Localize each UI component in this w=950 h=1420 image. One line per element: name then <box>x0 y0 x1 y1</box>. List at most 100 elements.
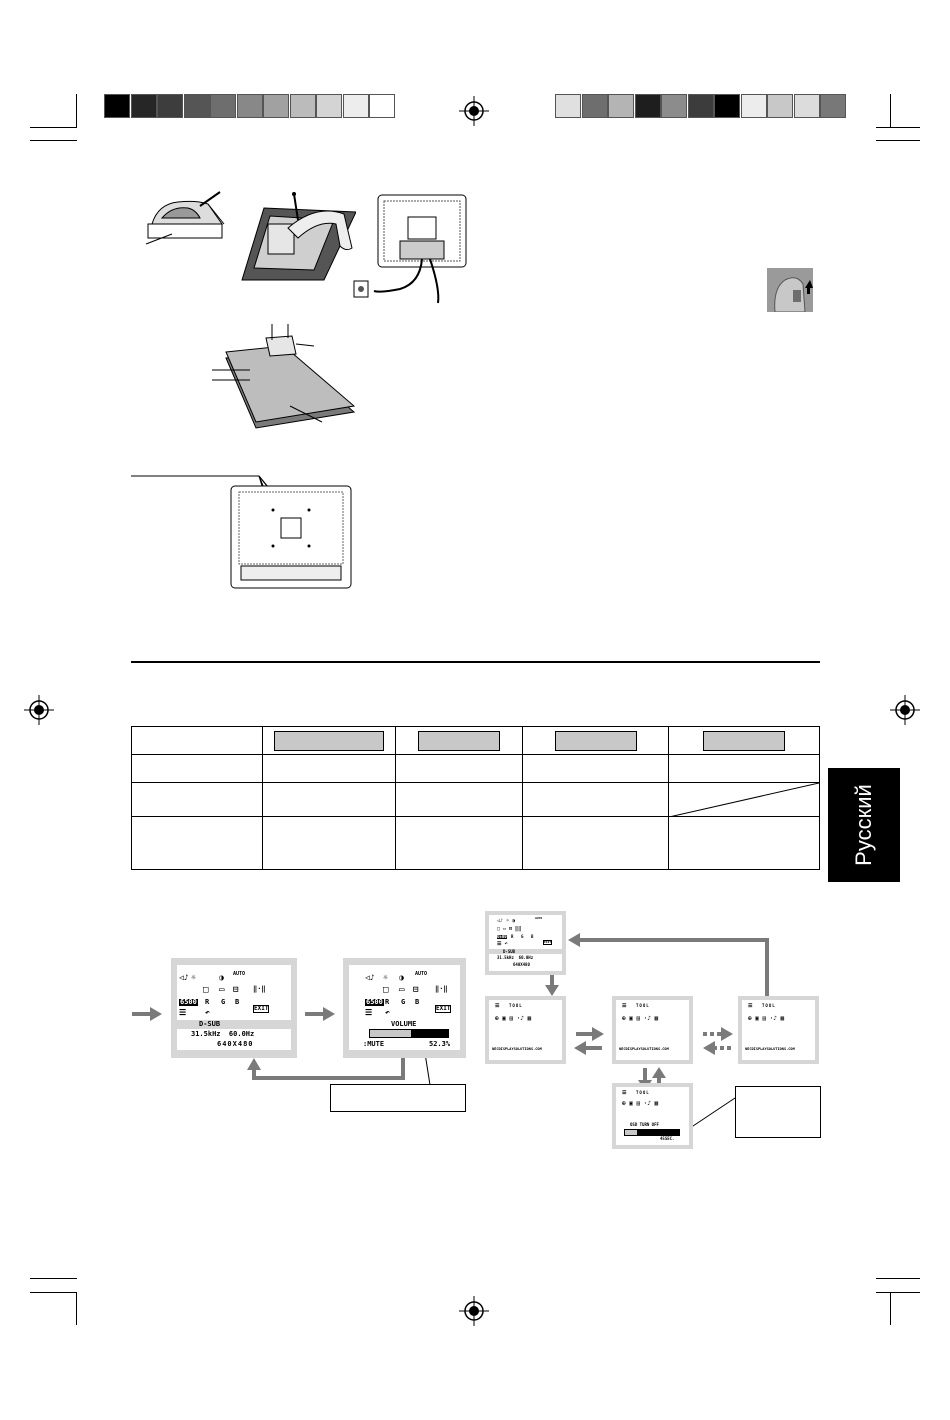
color-swatch <box>289 94 316 118</box>
color-swatch <box>714 94 740 118</box>
osd-tool-screen-1: ☰ TOOL ⊕ ▣ ▤ ·♪ ▦ NECDISPLAYSOLUTIONS.CO… <box>485 996 566 1064</box>
color-swatch <box>793 94 820 118</box>
reset-icon: ↶ <box>205 1008 210 1017</box>
color-swatch <box>263 94 289 118</box>
position-icon: □ <box>383 985 389 995</box>
exit-icon: EXIT <box>435 1005 452 1013</box>
blue-icon: B <box>531 934 534 939</box>
turnoff-seconds: 45SEC. <box>660 1136 675 1141</box>
osd-main-display: ☼ ◁♪ ◑ AUTO □ ▭ ⊟ ‖·‖ 6500 R G B ☰ ↶ EXI… <box>177 965 291 1050</box>
tool-icon: ☰ <box>622 1003 627 1009</box>
color-swatch <box>157 94 183 118</box>
osd-tool-display: ☰ TOOL ⊕ ▣ ▤ ·♪ ▦ NECDISPLAYSOLUTIONS.CO… <box>616 1000 689 1060</box>
color-swatch <box>130 94 157 118</box>
blue-icon: B <box>235 998 240 1006</box>
callout-box <box>735 1086 821 1138</box>
stand-on-pad-illustration <box>145 191 225 245</box>
contrast-icon: ◑ <box>399 973 404 982</box>
osd-main-screen: ☼ ◁♪ ◑ AUTO □ ▭ ⊟ ‖·‖ 6500 R G B ☰ ↶ EXI… <box>171 958 297 1058</box>
mute-label: :MUTE <box>363 1040 385 1048</box>
exit-icon: EXIT <box>253 1005 270 1013</box>
tool-title: TOOL <box>636 1090 650 1095</box>
tool-url: NECDISPLAYSOLUTIONS.COM <box>619 1047 669 1051</box>
registration-mark-icon <box>890 695 920 725</box>
color-swatch <box>634 94 661 118</box>
table-cell <box>394 754 524 783</box>
color-temp-icon: 6500 <box>179 998 198 1006</box>
tool-url: NECDISPLAYSOLUTIONS.COM <box>745 1047 795 1051</box>
crop-mark <box>876 127 920 128</box>
color-swatch <box>104 94 130 118</box>
fine-icon: ‖·‖ <box>253 985 266 993</box>
osd-tool-display: ☰ TOOL ⊕ ▣ ▤ ·♪ ▦ OSD TURN OFF 45SEC. <box>616 1087 689 1145</box>
crop-mark <box>876 140 920 141</box>
osd-volume-display: ◁♪ ☼ ◑ AUTO □ ▭ ⊟ ‖·‖ 6500 R G B ☰ ↶ EXI… <box>349 965 460 1050</box>
table-cell <box>261 726 396 755</box>
table-row <box>131 726 820 755</box>
volume-slider[interactable] <box>369 1029 449 1038</box>
size-icon: ▭ <box>219 985 225 995</box>
tool-icon: ☰ <box>179 1008 187 1017</box>
size-icon: ▭ <box>399 985 405 995</box>
table-cell <box>394 816 524 870</box>
osd-tool-screen-3: ☰ TOOL ⊕ ▣ ▤ ·♪ ▦ NECDISPLAYSOLUTIONS.CO… <box>738 996 819 1064</box>
tool-icons-row: ⊕ ▣ ▤ ·♪ ▦ <box>748 1015 785 1022</box>
input-label: D-SUB <box>199 1020 221 1028</box>
turnoff-label: OSD TURN OFF <box>630 1122 659 1127</box>
osd-tool-display: ☰ TOOL ⊕ ▣ ▤ ·♪ ▦ NECDISPLAYSOLUTIONS.CO… <box>489 1000 562 1060</box>
table-cell <box>522 726 670 755</box>
header-box <box>273 730 384 751</box>
osd-tool-turnoff-screen: ☰ TOOL ⊕ ▣ ▤ ·♪ ▦ OSD TURN OFF 45SEC. <box>612 1083 693 1149</box>
tool-title: TOOL <box>636 1003 650 1008</box>
table-row <box>131 816 820 870</box>
resolution-label: 640X480 <box>217 1040 254 1048</box>
color-swatch <box>342 94 369 118</box>
resolution-label: 640X480 <box>513 962 530 967</box>
color-swatch <box>687 94 714 118</box>
color-swatch <box>369 94 395 118</box>
crop-mark <box>30 1278 77 1279</box>
osd-input-bar <box>177 1020 291 1029</box>
auto-icon: AUTO <box>535 916 543 920</box>
turnoff-slider[interactable] <box>624 1129 680 1136</box>
color-swatch <box>820 94 846 118</box>
table-cell <box>522 754 670 783</box>
color-swatch <box>555 94 581 118</box>
header-box <box>703 730 786 751</box>
blue-icon: B <box>415 998 420 1006</box>
brightness-icon: ☼ <box>383 973 388 982</box>
color-swatch <box>183 94 210 118</box>
color-temp-icon: 6500 <box>497 934 507 939</box>
frequency-label: 31.5kHz 60.0Hz <box>191 1030 255 1038</box>
tool-icon: ☰ ↶ <box>497 941 508 947</box>
crop-mark <box>76 94 77 127</box>
stand-base-illustration <box>212 324 356 429</box>
table-cell-diagonal <box>668 782 820 817</box>
position-icon: □ ▭ ⊟ ‖‖ <box>497 926 522 932</box>
crop-mark <box>890 94 891 128</box>
volume-icon: ◁♪ <box>179 973 189 982</box>
monitor-rear-vesa-illustration <box>131 475 352 589</box>
color-swatch <box>608 94 634 118</box>
volume-value: 52.3% <box>429 1040 451 1048</box>
spec-table <box>131 726 820 870</box>
tool-url: NECDISPLAYSOLUTIONS.COM <box>492 1047 542 1051</box>
color-swatch <box>767 94 793 118</box>
table-cell <box>668 754 820 783</box>
auto-icon: AUTO <box>415 971 428 977</box>
monitor-stand-removal-illustration <box>241 192 356 281</box>
volume-slider-fill <box>370 1030 411 1037</box>
green-icon: G <box>401 998 406 1006</box>
fine-icon: ‖·‖ <box>435 985 448 993</box>
volume-title: VOLUME <box>391 1020 417 1028</box>
crop-mark <box>30 140 77 141</box>
turnoff-slider-fill <box>625 1130 637 1135</box>
table-cell <box>394 782 524 817</box>
table-cell <box>668 816 820 870</box>
callout-box <box>330 1084 466 1112</box>
osd-tool-display: ☰ TOOL ⊕ ▣ ▤ ·♪ ▦ NECDISPLAYSOLUTIONS.CO… <box>742 1000 815 1060</box>
aspect-icon: ⊟ <box>233 985 239 995</box>
green-icon: G <box>521 934 524 939</box>
crop-mark <box>876 1278 920 1279</box>
table-cell <box>261 754 396 783</box>
